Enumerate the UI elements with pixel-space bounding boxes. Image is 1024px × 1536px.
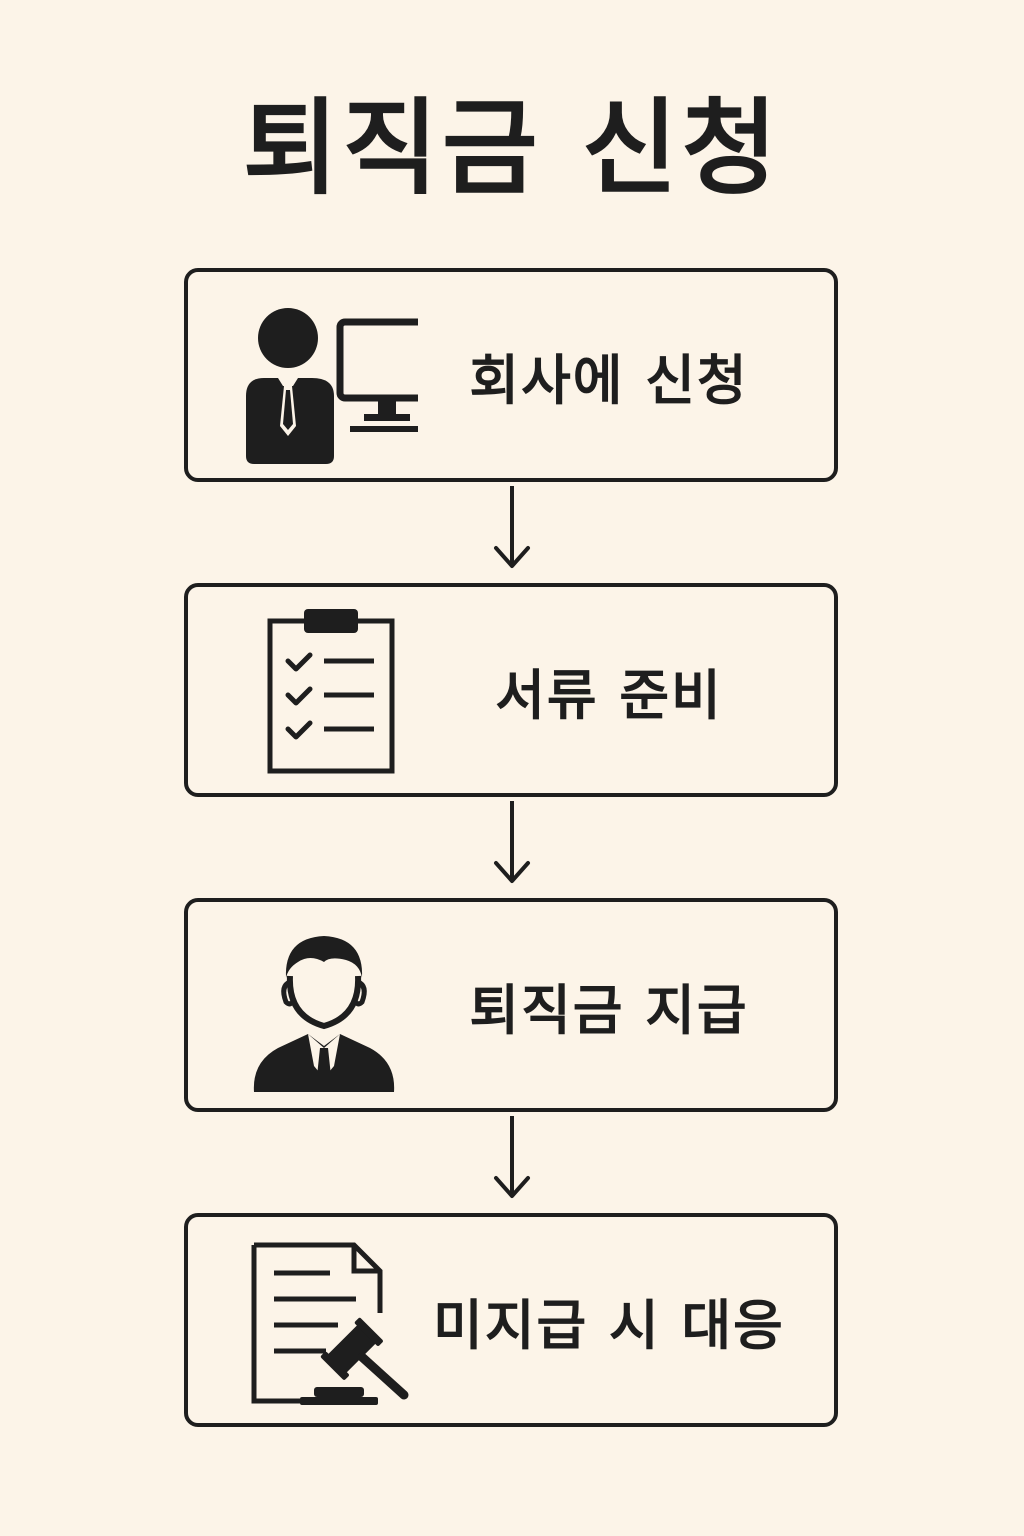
- step-4-box: 미지급 시 대응: [184, 1213, 838, 1427]
- step-1-label: 회사에 신청: [469, 348, 749, 412]
- step-2-box: 서류 준비: [184, 583, 838, 797]
- step-3-label: 퇴직금 지급: [469, 978, 749, 1042]
- step-1-box: 회사에 신청: [184, 268, 838, 482]
- step-4-label: 미지급 시 대응: [433, 1293, 785, 1357]
- businessman-icon: [238, 916, 418, 1096]
- step-2-label: 서류 준비: [495, 663, 723, 727]
- employee-computer-icon: [238, 286, 418, 466]
- step-3-box: 퇴직금 지급: [184, 898, 838, 1112]
- arrow-down-icon: [492, 801, 532, 885]
- arrow-down-icon: [492, 1116, 532, 1200]
- arrow-down-icon: [492, 486, 532, 570]
- checklist-clipboard-icon: [238, 601, 418, 781]
- legal-document-gavel-icon: [238, 1231, 418, 1411]
- page-title: 퇴직금 신청: [242, 87, 782, 209]
